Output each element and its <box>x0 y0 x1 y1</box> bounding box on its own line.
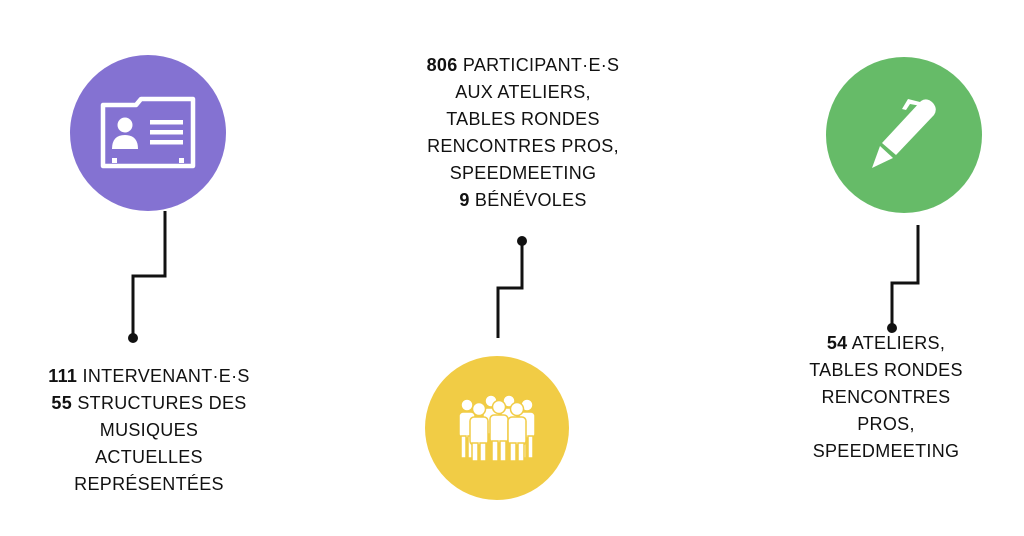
right-stats: 54 ATELIERS, TABLES RONDES RENCONTRES PR… <box>755 330 1017 465</box>
center-line-4: RENCONTRES PROS, <box>427 136 619 156</box>
connector-left <box>131 211 167 338</box>
center-line-3: TABLES RONDES <box>446 109 600 129</box>
connector-center <box>496 241 524 338</box>
left-line-2: 55 STRUCTURES DES <box>51 393 247 413</box>
right-line-2: TABLES RONDES <box>809 360 963 380</box>
id-card-icon <box>100 96 196 169</box>
green-circle <box>826 57 982 213</box>
right-line-5: SPEEDMEETING <box>812 441 960 461</box>
connector-right-dot <box>887 323 897 333</box>
center-line-6: 9 BÉNÉVOLES <box>459 190 587 210</box>
connector-right <box>890 225 920 328</box>
left-line-5: REPRÉSENTÉES <box>74 474 224 494</box>
purple-circle <box>70 55 226 211</box>
right-line-3: RENCONTRES <box>821 387 951 407</box>
connector-left-dot <box>128 333 138 343</box>
right-line-4: PROS, <box>857 414 915 434</box>
center-line-1: 806 PARTICIPANT·E·S <box>426 55 620 75</box>
group-of-people-icon <box>458 394 536 462</box>
yellow-circle <box>425 356 569 500</box>
center-line-5: SPEEDMEETING <box>449 163 597 183</box>
left-line-3: MUSIQUES <box>99 420 199 440</box>
center-stats: 806 PARTICIPANT·E·S AUX ATELIERS, TABLES… <box>392 52 654 214</box>
left-line-4: ACTUELLES <box>95 447 203 467</box>
pen-icon <box>872 99 936 168</box>
left-line-1: 111 INTERVENANT·E·S <box>48 366 250 386</box>
right-line-1: 54 ATELIERS, <box>826 333 946 353</box>
left-stats: 111 INTERVENANT·E·S 55 STRUCTURES DES MU… <box>18 363 280 498</box>
connector-center-dot <box>517 236 527 246</box>
center-line-2: AUX ATELIERS, <box>455 82 591 102</box>
